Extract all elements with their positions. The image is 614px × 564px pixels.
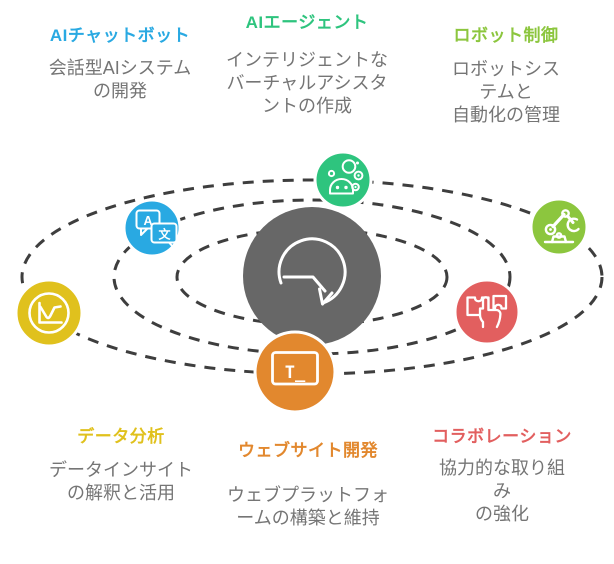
translate-glyph-a: A bbox=[143, 214, 152, 228]
section-title: ロボット制御 bbox=[453, 26, 559, 45]
label-ai-chatbot: AIチャットボット 会話型AIシステム の開発 bbox=[49, 25, 191, 103]
node-circle bbox=[14, 278, 84, 348]
section-title: データ分析 bbox=[77, 427, 165, 446]
history-clock-icon bbox=[277, 237, 347, 306]
label-ai-agent: AIエージェント インテリジェントな バーチャルアシスタ ントの作成 bbox=[226, 12, 388, 118]
node-robot-control bbox=[529, 197, 589, 257]
ai-agent-robot-head-icon bbox=[327, 159, 364, 195]
label-collaboration: コラボレーション 協力的な取り組み の強化 bbox=[432, 426, 572, 526]
line-chart-icon bbox=[28, 292, 70, 334]
section-description: インテリジェントな バーチャルアシスタ ントの作成 bbox=[226, 50, 388, 116]
node-data-analysis bbox=[14, 278, 84, 348]
section-description: ウェブプラットフォ ームの構築と維持 bbox=[227, 485, 389, 528]
label-website-dev: ウェブサイト開発 ウェブプラットフォ ームの構築と維持 bbox=[227, 440, 389, 530]
section-description: ロボットシステムと 自動化の管理 bbox=[452, 59, 560, 125]
label-data-analysis: データ分析 データインサイト の解釈と活用 bbox=[49, 426, 193, 505]
node-ai-agent bbox=[313, 150, 373, 210]
web-terminal-icon: T_ bbox=[271, 351, 319, 386]
section-title: AIチャットボット bbox=[49, 26, 191, 45]
translate-glyph-bun: 文 bbox=[158, 227, 171, 242]
node-collaboration bbox=[453, 278, 521, 346]
terminal-glyph: T_ bbox=[285, 363, 306, 383]
section-description: 会話型AIシステム の開発 bbox=[48, 58, 192, 101]
node-circle bbox=[529, 197, 589, 257]
section-title: AIエージェント bbox=[245, 13, 369, 32]
section-description: 協力的な取り組み の強化 bbox=[438, 458, 565, 524]
section-description: データインサイト の解釈と活用 bbox=[49, 460, 193, 503]
collaboration-hand-icon bbox=[466, 294, 508, 329]
orbit-ellipse-inner bbox=[175, 227, 449, 327]
section-title: コラボレーション bbox=[432, 427, 572, 446]
node-website-dev: T_ bbox=[253, 330, 337, 414]
robot-arm-icon bbox=[543, 209, 580, 244]
node-ai-chatbot: A 文 bbox=[122, 198, 182, 258]
label-robot-control: ロボット制御 ロボットシステムと 自動化の管理 bbox=[452, 25, 560, 127]
translate-icon: A 文 bbox=[135, 209, 178, 250]
section-title: ウェブサイト開発 bbox=[238, 441, 378, 460]
